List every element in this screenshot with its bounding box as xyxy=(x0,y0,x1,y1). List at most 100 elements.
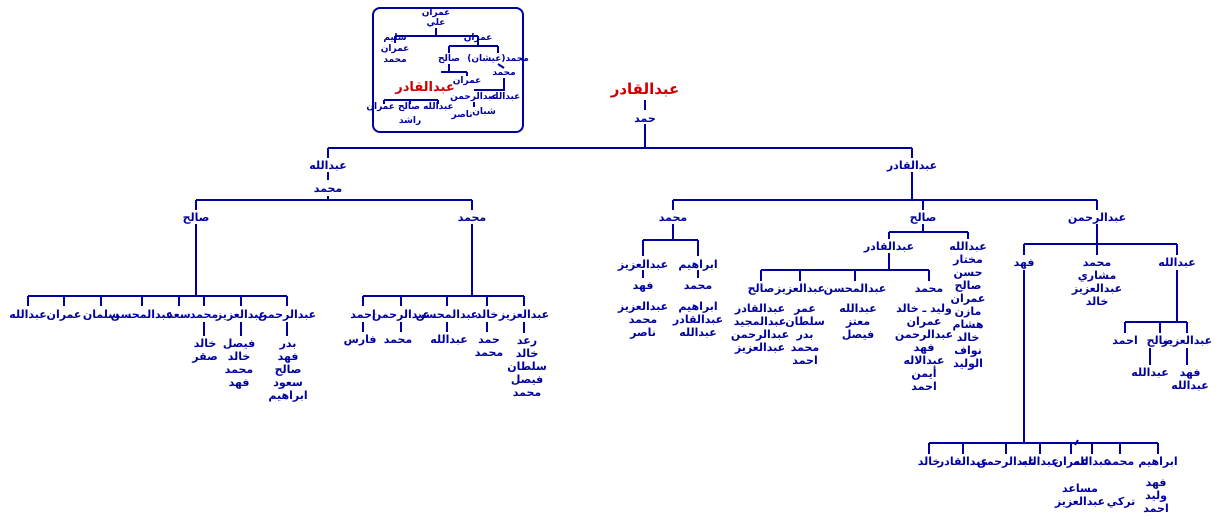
node-grandchild: بدر xyxy=(796,328,814,341)
node-grandchild: عمر xyxy=(794,302,816,315)
node-grandchild: محمد xyxy=(383,333,413,346)
node-grandchild: ابراهيم xyxy=(268,389,308,402)
node-grandchild: عبدالمجيد xyxy=(733,315,787,328)
node-fahd-child: ابراهيم xyxy=(1138,455,1178,468)
node-salih: صالح xyxy=(909,211,937,224)
connector-line xyxy=(1074,439,1079,446)
inset-node: ناصر xyxy=(451,110,473,120)
node-child: عبدالمحسن xyxy=(823,282,887,295)
node-child: عبدالله xyxy=(1158,256,1196,269)
node-grandchild: عبدالرحمن xyxy=(730,328,790,341)
node-grandchild: احمد xyxy=(1143,502,1169,515)
node-abdulrahman: عبدالرحمن xyxy=(1067,211,1127,224)
node-grandchild: احمد xyxy=(792,354,818,367)
inset-node: عمران xyxy=(452,76,482,86)
node-grandchild: هشام xyxy=(952,318,984,331)
node-child: صالح xyxy=(1146,334,1174,347)
node-muhammad-child: عبدالرحمن xyxy=(371,308,431,321)
children-list: رعد خالد سلطان فيصل محمد xyxy=(507,334,547,399)
children-list: محمد مشاري عبدالعزيز خالد xyxy=(1072,256,1122,308)
connector-line xyxy=(497,63,505,69)
inset-node: راشد xyxy=(398,116,422,126)
node-abdulqader: عبدالقادر xyxy=(886,159,938,172)
node-muhammad-child: احمد xyxy=(350,308,376,321)
children-list: فهد عبدالله xyxy=(1171,366,1208,392)
node-grandchild: ابراهيم xyxy=(678,300,718,313)
node-salih-child: عبدالله xyxy=(9,308,47,321)
node-salih-child: عبدالمحسن xyxy=(110,308,174,321)
node-grandchild: فارس xyxy=(343,333,377,346)
node-grandchild: عبدالله xyxy=(430,333,468,346)
node-grandchild: محمد xyxy=(224,363,254,376)
node-grandchild: وليد xyxy=(1145,489,1167,502)
node-grandchild: فهد xyxy=(277,350,299,363)
node-grandchild: عبدالعزيز xyxy=(1054,495,1106,508)
inset-node: صالح xyxy=(438,54,460,64)
node-grandchild: تركي xyxy=(1106,495,1136,508)
node-grandchild: عبدالله xyxy=(679,326,717,339)
node-child: عبدالعزيز xyxy=(617,258,669,271)
node-muhammad: محمد xyxy=(313,182,343,195)
inset-node: محمد xyxy=(492,68,516,78)
node-salih: صالح xyxy=(182,211,210,224)
node-salih-child: سلمان xyxy=(82,308,120,321)
inset-lineage-box xyxy=(372,7,524,133)
children-list: ابراهيم محمد ابراهيم عبدالقادر عبدالله xyxy=(673,258,723,339)
node-grandchild: احمد xyxy=(911,380,937,393)
node-grandchild: عبدالعزيز xyxy=(734,341,786,354)
node-fahd-child: خالد xyxy=(917,455,941,468)
node-child: ابراهيم xyxy=(678,258,718,271)
node-muhammad: محمد xyxy=(457,211,487,224)
node-grandchild: سعود xyxy=(273,376,303,389)
node-grandchild: فهد xyxy=(1179,366,1201,379)
inset-node: عمران xyxy=(380,44,410,54)
node-grandchild: عمران xyxy=(950,292,986,305)
node-grandchild: رعد xyxy=(516,334,538,347)
node-grandchild: محمد xyxy=(790,341,820,354)
children-list: وليد ـ خالد عمران عبدالرحمن فهد عبدالاله… xyxy=(895,302,953,393)
node-child: محمد xyxy=(914,282,944,295)
node-grandchild: خالد xyxy=(227,350,251,363)
inset-node: سليم xyxy=(383,33,407,43)
inset-highlight-node: عبدالقادر xyxy=(395,80,455,95)
node-grandchild: صقر xyxy=(192,350,218,363)
node-grandchild: خالد xyxy=(956,331,980,344)
node-grandchild: مازن xyxy=(954,305,982,318)
node-grandchild: فهد xyxy=(913,341,935,354)
inset-node: شبان xyxy=(472,107,496,117)
node-fahd-child: محمد xyxy=(1105,455,1135,468)
node-fahd-child: عبدالله xyxy=(1021,455,1059,468)
node-salih-child: عبدالرحمن xyxy=(257,308,317,321)
node-grandchild: فهد xyxy=(1145,476,1167,489)
node-grandchild: صالح xyxy=(954,279,982,292)
node-muhammad-child: خالد xyxy=(475,308,499,321)
node-child: صالح xyxy=(747,282,775,295)
node-grandchild: فيصل xyxy=(222,337,256,350)
node-grandchild: حسن xyxy=(953,266,983,279)
node-child: فهد xyxy=(1013,256,1035,269)
node-grandchild: عبدالاله xyxy=(903,354,945,367)
node-grandchild: عبدالقادر xyxy=(734,302,786,315)
children-list: عبدالله مختار حسن صالح عمران مازن هشام خ… xyxy=(949,240,986,370)
children-list: عبدالعزيز فهد عبدالعزيز محمد ناصر xyxy=(618,258,668,339)
children-list: عبدالله معتز فيصل xyxy=(839,302,876,341)
node-fahd-child: عمران xyxy=(1053,455,1089,468)
node-muhammad-child: عبدالعزيز xyxy=(498,308,550,321)
children-list: عبدالقادر عبدالمجيد عبدالرحمن عبدالعزيز xyxy=(731,302,789,354)
node-grandchild: عبدالعزيز xyxy=(1071,282,1123,295)
inset-node: عمران xyxy=(421,8,451,18)
node-grandchild: الوليد xyxy=(953,357,983,370)
node-grandchild: سلطان xyxy=(507,360,547,373)
node-child: عبدالعزيز xyxy=(1161,334,1213,347)
node-grandchild: صالح xyxy=(274,363,302,376)
node-grandchild: عبدالله xyxy=(839,302,877,315)
node-grandchild: سلطان xyxy=(785,315,825,328)
node-grandchild: مساعد xyxy=(1061,482,1099,495)
node-grandchild: خالد xyxy=(1085,295,1109,308)
node-grandchild: خالد xyxy=(193,337,217,350)
inset-node: عبدالله xyxy=(489,92,521,102)
node-grandchild: بدر xyxy=(279,337,297,350)
node-fahd-child: عبدالله xyxy=(1073,455,1111,468)
